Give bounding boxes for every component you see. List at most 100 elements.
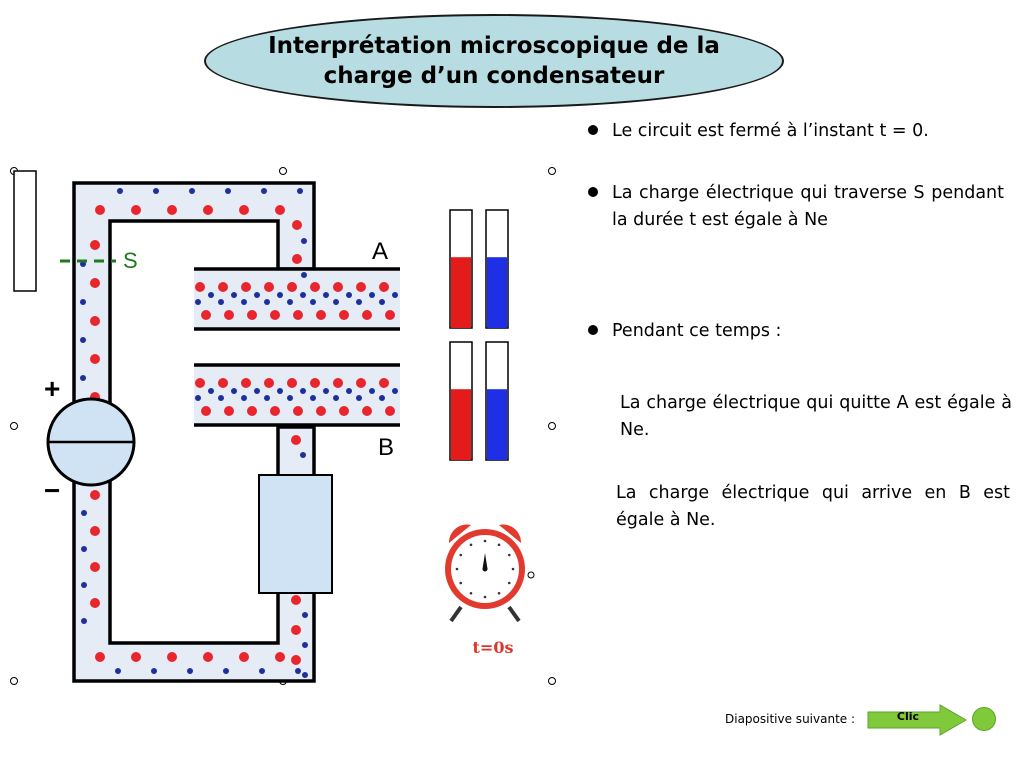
positive-charge <box>385 406 395 416</box>
negative-charge <box>80 375 86 381</box>
positive-charge <box>95 652 105 662</box>
next-slide-label: Diapositive suivante : <box>725 712 856 726</box>
paragraph-quitte-a: La charge électrique qui quitte A est ég… <box>620 393 1012 440</box>
negative-charge <box>259 668 265 674</box>
time-label: t=0s <box>473 638 514 657</box>
positive-charge <box>291 655 301 665</box>
paragraph-arrive-b: La charge électrique qui arrive en B est… <box>616 483 1010 530</box>
handle-dot <box>548 167 556 175</box>
positive-charge <box>270 310 280 320</box>
next-slide-ball[interactable] <box>972 707 996 731</box>
negative-charge <box>254 388 260 394</box>
plate-a <box>194 269 400 329</box>
negative-charge <box>223 668 229 674</box>
negative-charge <box>261 188 267 194</box>
positive-charge <box>293 406 303 416</box>
positive-charge <box>241 282 251 292</box>
positive-charge <box>224 310 234 320</box>
positive-charge <box>218 282 228 292</box>
plate-b <box>194 365 400 425</box>
positive-charge <box>247 310 257 320</box>
positive-charge <box>385 310 395 320</box>
negative-charge <box>218 395 224 401</box>
positive-charge <box>275 652 285 662</box>
gauge-fill-red <box>451 389 471 460</box>
negative-charge <box>187 668 193 674</box>
negative-charge <box>302 642 308 648</box>
generator-icon <box>46 397 136 487</box>
negative-charge <box>189 188 195 194</box>
positive-charge <box>287 282 297 292</box>
positive-charge <box>195 282 205 292</box>
positive-charge <box>90 598 100 608</box>
positive-charge <box>291 625 301 635</box>
positive-charge <box>239 205 249 215</box>
bullet-1-text: Le circuit est fermé à l’instant t = 0. <box>612 121 929 141</box>
gauge-fill-red <box>451 257 471 328</box>
positive-charge <box>90 526 100 536</box>
negative-charge <box>241 299 247 305</box>
positive-charge <box>333 282 343 292</box>
gauge-fill-blue <box>487 257 507 328</box>
negative-charge <box>264 299 270 305</box>
selection-handles <box>10 167 556 685</box>
handle-dot <box>10 422 18 430</box>
positive-charge <box>264 378 274 388</box>
slide-title: Interprétation microscopique de la charg… <box>204 14 784 108</box>
positive-charge <box>333 378 343 388</box>
bullet-dot <box>588 187 598 197</box>
positive-charge <box>316 406 326 416</box>
negative-charge <box>333 299 339 305</box>
gauge-fill-blue <box>487 389 507 460</box>
positive-charge <box>95 205 105 215</box>
positive-charge <box>264 282 274 292</box>
negative-charge <box>264 395 270 401</box>
negative-charge <box>346 292 352 298</box>
positive-charge <box>292 220 302 230</box>
clic-label: Clic <box>896 710 920 723</box>
positive-charge <box>287 378 297 388</box>
negative-charge <box>195 299 201 305</box>
positive-charge <box>275 205 285 215</box>
positive-charge <box>131 205 141 215</box>
charge-gauges <box>449 209 509 461</box>
positive-charge <box>201 310 211 320</box>
negative-charge <box>208 292 214 298</box>
negative-charge <box>218 299 224 305</box>
negative-charge <box>356 299 362 305</box>
negative-charge <box>392 292 398 298</box>
positive-charge <box>218 378 228 388</box>
positive-charge <box>167 652 177 662</box>
handle-dot <box>548 677 556 685</box>
positive-charge <box>131 652 141 662</box>
positive-charge <box>356 282 366 292</box>
negative-charge <box>369 388 375 394</box>
negative-charge <box>81 510 87 516</box>
negative-charge <box>117 188 123 194</box>
positive-charge <box>291 435 301 445</box>
next-slide-button[interactable]: Clic <box>866 704 970 736</box>
negative-charge <box>300 292 306 298</box>
positive-charge <box>90 490 100 500</box>
negative-charge <box>81 582 87 588</box>
negative-charge <box>310 395 316 401</box>
side-frame <box>13 170 37 292</box>
negative-charge <box>231 292 237 298</box>
plate-a-label: A <box>372 238 388 265</box>
positive-charge <box>167 205 177 215</box>
negative-charge <box>379 299 385 305</box>
positive-charge <box>90 354 100 364</box>
positive-charge <box>203 652 213 662</box>
positive-charge <box>90 562 100 572</box>
negative-charge <box>300 452 306 458</box>
negative-charge <box>80 337 86 343</box>
positive-charge <box>362 406 372 416</box>
negative-charge <box>333 395 339 401</box>
positive-charge <box>224 406 234 416</box>
positive-charge <box>247 406 257 416</box>
positive-charge <box>90 316 100 326</box>
negative-charge <box>346 388 352 394</box>
negative-charge <box>287 299 293 305</box>
handle-dot <box>10 677 18 685</box>
plus-label: + <box>44 373 60 404</box>
